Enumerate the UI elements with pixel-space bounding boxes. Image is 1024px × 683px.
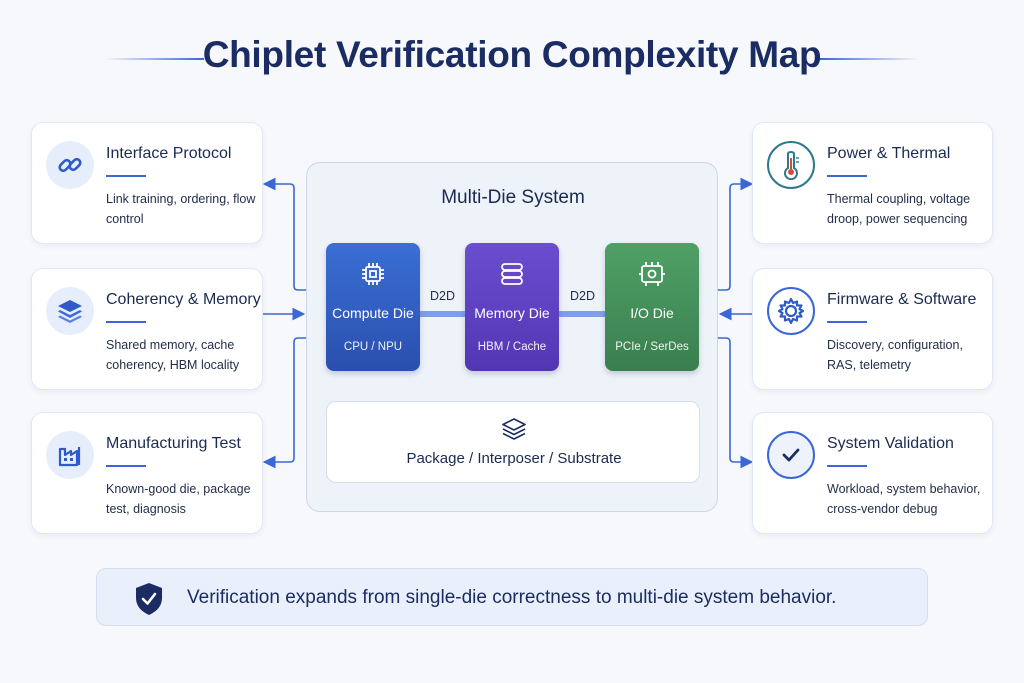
title-area: Chiplet Verification Complexity Map [0,34,1024,82]
arrow-system-validation [718,337,754,469]
layers-outline-icon [327,416,701,442]
card-interface-protocol: Interface Protocol Link training, orderi… [31,122,263,244]
card-title: Coherency & Memory [106,291,261,308]
arrow-interface-protocol [262,177,306,291]
card-divider [827,175,867,177]
card-description: Known-good die, package test, diagnosis [106,482,251,516]
package-label: Package / Interposer / Substrate [406,450,622,467]
die-name: I/O Die [630,305,674,321]
die-name: Compute Die [332,305,414,321]
d2d-link-memory-io [559,311,605,317]
card-title: Firmware & Software [827,291,977,308]
card-power-thermal: Power & Thermal Thermal coupling, voltag… [752,122,993,244]
arrow-manufacturing-test [262,337,306,469]
card-manufacturing-test: Manufacturing Test Known-good die, packa… [31,412,263,534]
page-title: Chiplet Verification Complexity Map [202,34,822,75]
arrow-power-thermal [718,177,754,291]
card-coherency-memory: Coherency & Memory Shared memory, cache … [31,268,263,390]
card-divider [106,175,146,177]
card-divider [827,465,867,467]
title-decoration-left [104,58,204,60]
card-description: Link training, ordering, flow control [106,192,256,226]
thermometer-icon [767,141,815,189]
link-icon [46,141,94,189]
shield-check-icon [133,581,165,622]
io-die: I/O Die PCIe / SerDes [605,243,699,371]
card-description: Shared memory, cache coherency, HBM loca… [106,338,240,372]
chip-icon [326,259,420,289]
factory-icon [46,431,94,479]
card-title: System Validation [827,435,954,452]
card-divider [827,321,867,323]
card-title: Power & Thermal [827,145,951,162]
compute-die: Compute Die CPU / NPU [326,243,420,371]
io-board-icon [605,259,699,289]
die-subtitle: HBM / Cache [477,341,547,353]
checkmark-icon [767,431,815,479]
card-description: Thermal coupling, voltage droop, power s… [827,192,971,226]
multi-die-system-panel: Multi-Die System D2D D2D Compute Die CPU… [306,162,718,512]
card-system-validation: System Validation Workload, system behav… [752,412,993,534]
die-name: Memory Die [474,305,550,321]
d2d-label: D2D [570,289,596,303]
card-title: Interface Protocol [106,145,232,162]
card-description: Workload, system behavior, cross-vendor … [827,482,981,516]
card-description: Discovery, configuration, RAS, telemetry [827,338,963,372]
die-subtitle: PCIe / SerDes [615,341,689,353]
stack-icon [465,259,559,289]
d2d-link-compute-memory [420,311,465,317]
memory-die: Memory Die HBM / Cache [465,243,559,371]
card-firmware-software: Firmware & Software Discovery, configura… [752,268,993,390]
summary-banner: Verification expands from single-die cor… [96,568,928,626]
gear-icon [767,287,815,335]
die-subtitle: CPU / NPU [343,341,403,353]
system-title: Multi-Die System [441,187,585,208]
layers-icon [46,287,94,335]
card-divider [106,321,146,323]
summary-text: Verification expands from single-die cor… [187,587,837,608]
d2d-label: D2D [430,289,456,303]
package-layer: Package / Interposer / Substrate [326,401,700,483]
card-divider [106,465,146,467]
card-title: Manufacturing Test [106,435,241,452]
